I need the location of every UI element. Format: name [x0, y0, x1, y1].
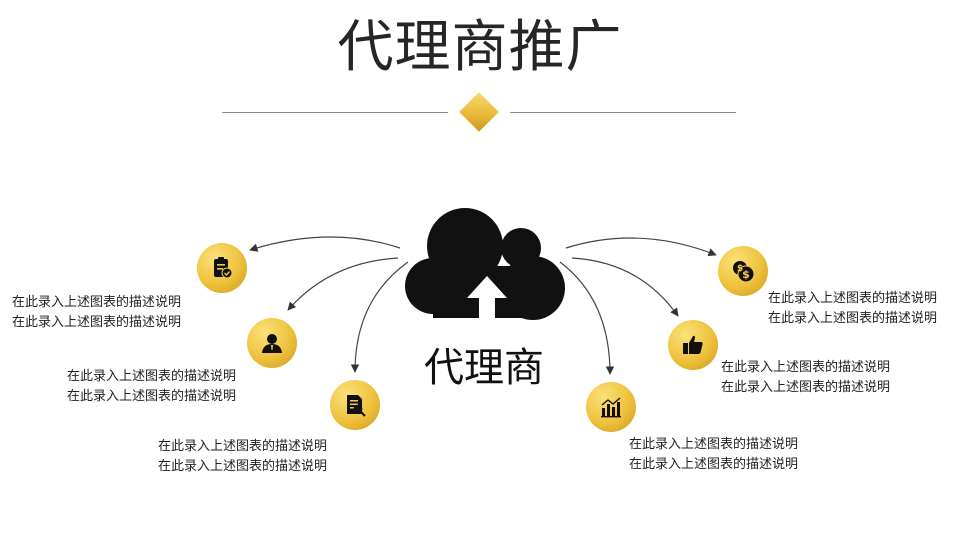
center-label: 代理商: [424, 345, 544, 391]
node-thumbs-up: [668, 320, 718, 370]
node-4-description: 在此录入上述图表的描述说明 在此录入上述图表的描述说明: [629, 435, 798, 475]
title-divider-left: [222, 112, 448, 113]
arrow-to-node-5: [571, 257, 679, 317]
node-2-description: 在此录入上述图表的描述说明 在此录入上述图表的描述说明: [67, 367, 236, 407]
description-line: 在此录入上述图表的描述说明: [67, 389, 237, 404]
node-1-description: 在此录入上述图表的描述说明 在此录入上述图表的描述说明: [12, 293, 181, 333]
svg-text:$: $: [742, 268, 750, 281]
cloud-upload-icon: [405, 208, 565, 324]
thumbs-up-icon: [683, 335, 703, 354]
node-5-description: 在此录入上述图表的描述说明 在此录入上述图表的描述说明: [721, 358, 890, 398]
user-icon: [262, 334, 282, 353]
arrow-to-node-1: [249, 236, 401, 252]
node-user: [247, 318, 297, 368]
node-6-description: 在此录入上述图表的描述说明 在此录入上述图表的描述说明: [768, 289, 937, 329]
description-line: 在此录入上述图表的描述说明: [158, 459, 328, 474]
description-line: 在此录入上述图表的描述说明: [629, 437, 799, 452]
node-money: $ $: [718, 246, 768, 296]
description-line: 在此录入上述图表的描述说明: [721, 380, 891, 395]
arrow-to-node-3: [350, 261, 409, 373]
document-search-icon: [347, 395, 366, 417]
node-3-description: 在此录入上述图表的描述说明 在此录入上述图表的描述说明: [158, 437, 327, 477]
arrow-to-node-2: [287, 257, 399, 311]
arrow-to-node-4: [559, 261, 615, 375]
arrow-to-node-6: [565, 237, 717, 257]
clipboard-check-icon: [214, 257, 233, 279]
description-line: 在此录入上述图表的描述说明: [158, 439, 328, 454]
description-line: 在此录入上述图表的描述说明: [768, 311, 938, 326]
description-line: 在此录入上述图表的描述说明: [629, 457, 799, 472]
page-title: 代理商推广: [337, 15, 623, 80]
money-icon: $ $: [733, 261, 755, 283]
node-document: [330, 380, 380, 430]
description-line: 在此录入上述图表的描述说明: [721, 360, 891, 375]
title-divider-right: [510, 112, 736, 113]
svg-text:$: $: [737, 264, 743, 274]
description-line: 在此录入上述图表的描述说明: [12, 315, 182, 330]
description-line: 在此录入上述图表的描述说明: [67, 369, 237, 384]
node-clipboard: [197, 243, 247, 293]
node-chart: [586, 382, 636, 432]
description-line: 在此录入上述图表的描述说明: [768, 291, 938, 306]
bar-chart-icon: [601, 397, 621, 418]
description-line: 在此录入上述图表的描述说明: [12, 295, 182, 310]
